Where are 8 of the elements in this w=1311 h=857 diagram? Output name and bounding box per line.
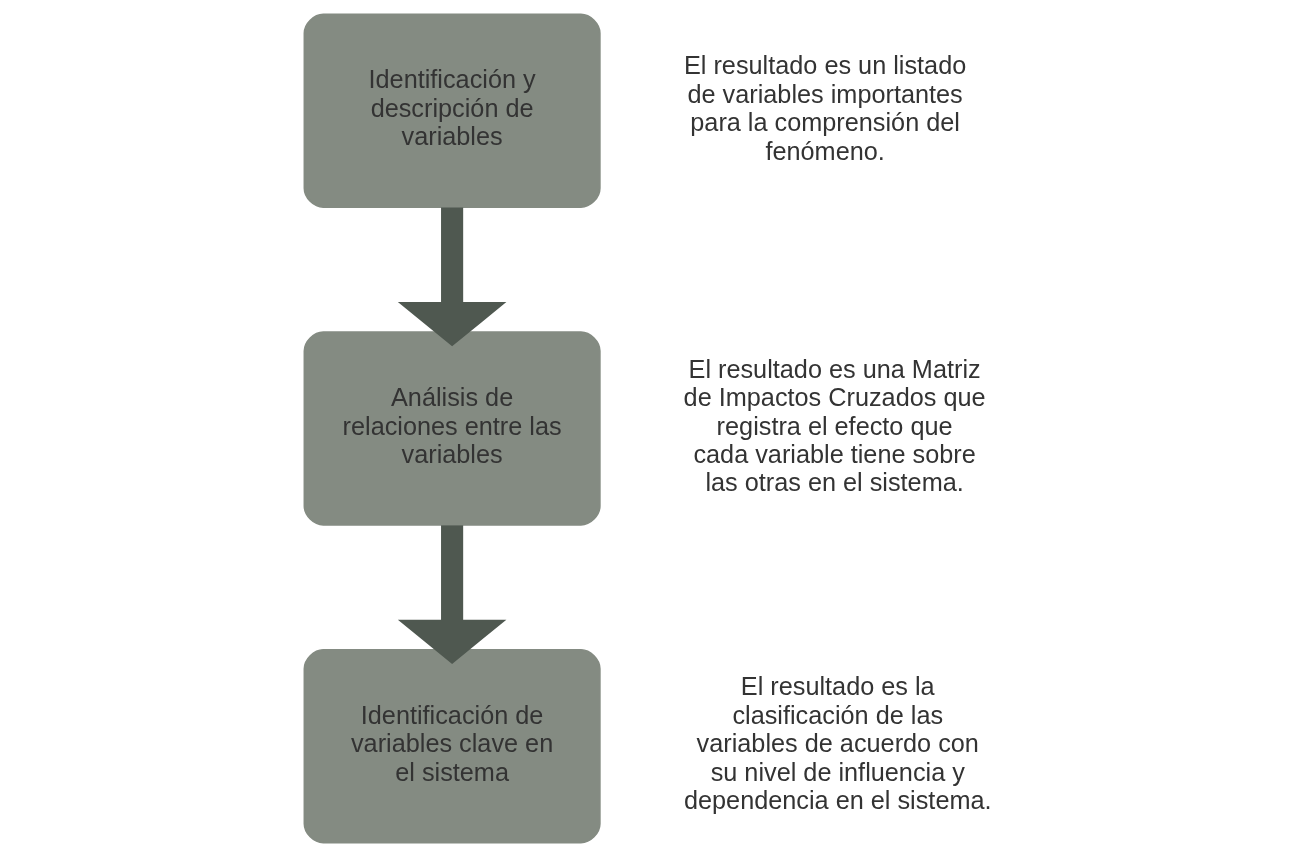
node-label: El resultado es un listado de variables importantes para la comprensión del fenómeno. bbox=[683, 51, 966, 165]
node-label: El resultado es una Matriz de Impactos Cruzados que registra el efecto que cada variable tiene sobre las otras en el sistema. bbox=[683, 354, 986, 497]
arrow bbox=[397, 525, 506, 664]
arrow bbox=[397, 207, 506, 347]
node-box: Análisis de relaciones entre las variables bbox=[303, 331, 601, 526]
node-label: El resultado es la clasificación de las variables de acuerdo con su nivel de influencia y dependencia en el sistema. bbox=[683, 672, 992, 815]
node-box: Identificación de variables clave en el sistema bbox=[303, 649, 601, 844]
node-box: Identificación y descripción de variables bbox=[303, 13, 601, 208]
